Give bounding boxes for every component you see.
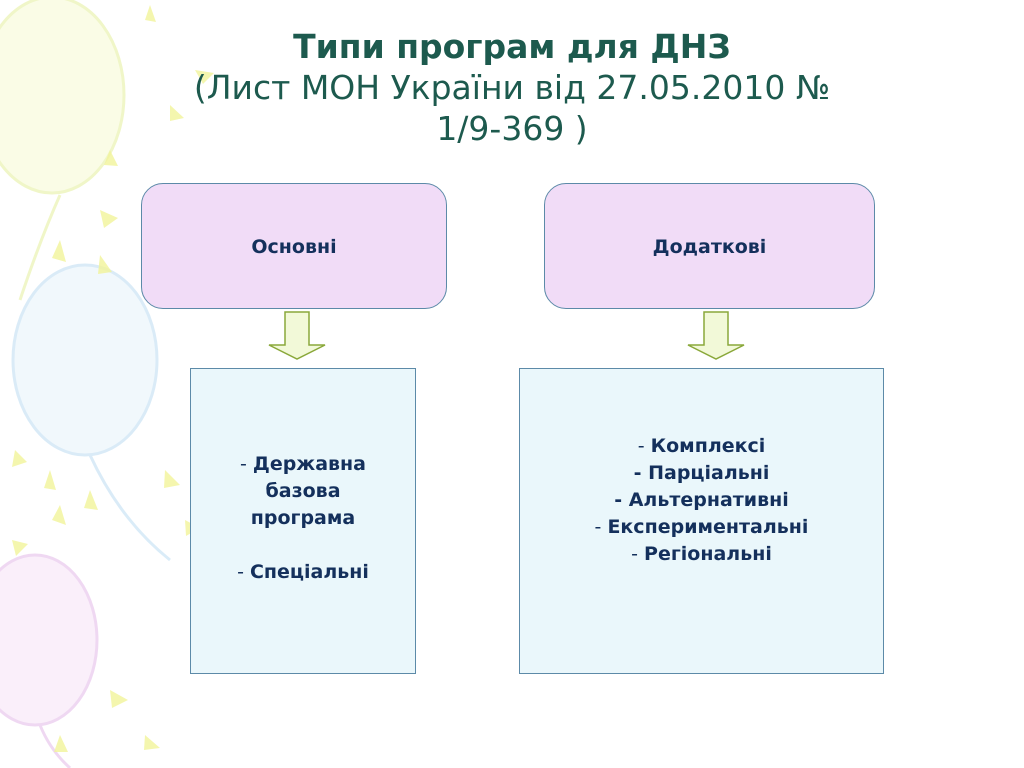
node-additional-programs: Додаткові [544, 183, 875, 309]
title-line-2: (Лист МОН України від 27.05.2010 № [193, 68, 831, 107]
title-line-1: Типи програм для ДНЗ [293, 27, 731, 66]
node-main-programs-label: Основні [251, 236, 337, 258]
list-item: - Спеціальні [237, 561, 369, 583]
list-item: - Експериментальні [594, 516, 809, 538]
list-item: базова [265, 480, 341, 502]
balloon-blue-icon [11, 263, 171, 562]
title-line-3: 1/9-369 ) [436, 109, 588, 148]
box-additional-program-list: - Комплексі - Парціальні - Альтернативні… [519, 368, 884, 674]
balloon-pink-icon [0, 553, 99, 768]
list-item: програма [250, 507, 356, 529]
list-item: - Парціальні [633, 462, 770, 484]
slide-title: Типи програм для ДНЗ (Лист МОН України в… [0, 26, 1024, 149]
arrow-down-icon [687, 311, 745, 360]
node-main-programs: Основні [141, 183, 447, 309]
list-item: - Альтернативні [614, 489, 789, 511]
balloon-yellow-icon [0, 0, 126, 301]
box-main-program-list: - Державна базова програма - Спеціальні [190, 368, 416, 674]
arrow-down-icon [268, 311, 326, 360]
confetti-icon [12, 5, 214, 752]
list-item: - Державна [239, 453, 366, 475]
list-item: - Комплексі [637, 435, 766, 457]
node-additional-programs-label: Додаткові [652, 236, 767, 258]
list-item: - Регіональні [631, 543, 772, 565]
